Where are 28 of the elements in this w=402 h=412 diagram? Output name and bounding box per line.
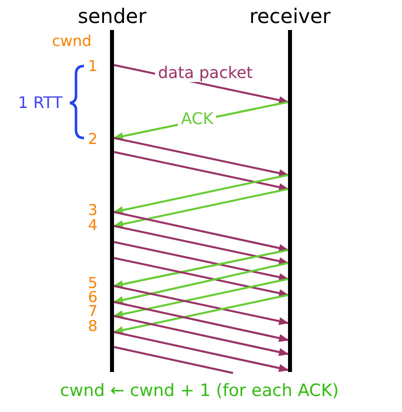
- ack-arrow: [113, 262, 288, 304]
- packet-arrow: [114, 241, 289, 282]
- step-number: 1: [88, 57, 98, 75]
- packet-arrow: [114, 225, 289, 266]
- step-number: 3: [88, 201, 98, 219]
- participant-name: receiver: [248, 4, 332, 28]
- packet-arrow: [114, 211, 289, 252]
- packet-arrow: [114, 151, 289, 192]
- step-number: 4: [88, 216, 98, 234]
- packet-arrow: [114, 285, 289, 326]
- step-number: 8: [88, 317, 98, 335]
- packet-arrow: [114, 257, 289, 298]
- step-number: 2: [88, 130, 98, 148]
- ack-arrow: [113, 188, 288, 228]
- packet-line: [114, 346, 234, 374]
- interval-label: 1 RTT: [18, 94, 62, 112]
- caption: cwnd ← cwnd + 1 (for each ACK): [60, 382, 339, 400]
- ack-arrow: [113, 278, 288, 318]
- packet-arrow: [114, 315, 289, 356]
- packet-arrow: [114, 331, 289, 372]
- packet-arrow: [114, 301, 289, 342]
- edge-label: ACK: [178, 110, 216, 128]
- participant-name: sender: [76, 4, 148, 28]
- ack-arrow: [113, 174, 288, 214]
- ack-arrow: [113, 294, 288, 334]
- axis-label: cwnd: [52, 32, 92, 50]
- ack-arrow: [113, 249, 288, 288]
- packet-arrow: [114, 137, 289, 178]
